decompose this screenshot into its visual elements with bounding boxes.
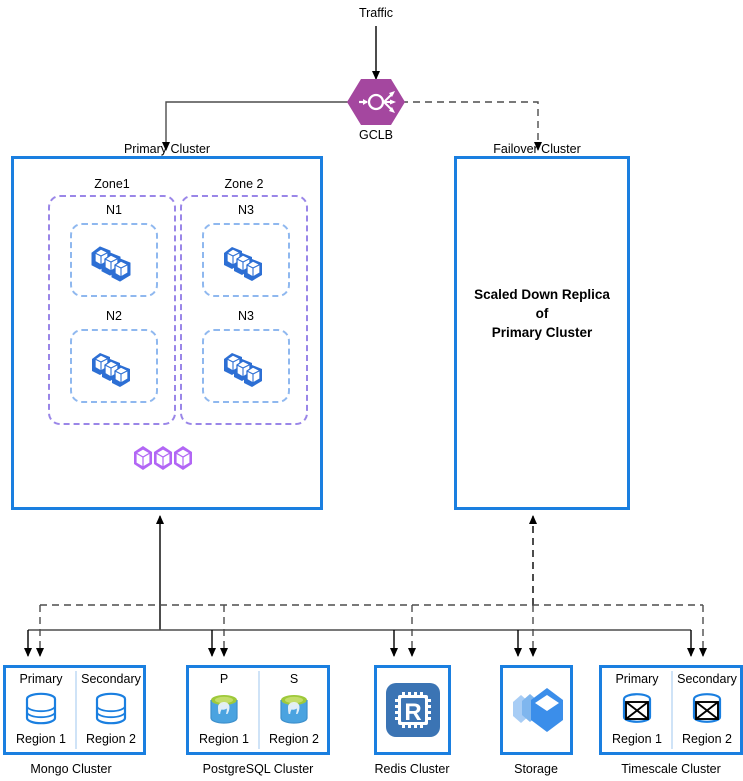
timescale-icon xyxy=(687,686,727,732)
gclb-label: GCLB xyxy=(358,128,394,142)
redis-cluster-title: Redis Cluster xyxy=(374,762,450,776)
svg-text:R: R xyxy=(404,699,421,726)
node-label-n1: N1 xyxy=(106,203,122,217)
gclb-node[interactable] xyxy=(346,78,406,126)
postgresql-icon xyxy=(274,686,314,732)
region-label: Region 1 xyxy=(611,732,663,746)
redis-cluster-box[interactable]: R xyxy=(374,665,451,755)
node-label-n2: N2 xyxy=(106,309,122,323)
mongodb-icon xyxy=(91,686,131,732)
mongo-secondary-cell[interactable]: Secondary Region 2 xyxy=(76,668,146,752)
node-label-n3-b: N3 xyxy=(238,309,254,323)
region-label: Region 1 xyxy=(15,732,67,746)
role-label: Primary xyxy=(615,672,659,686)
region-label: Region 2 xyxy=(85,732,137,746)
failover-body-text: Scaled Down Replica of Primary Cluster xyxy=(457,285,627,342)
kubernetes-pods-icon xyxy=(92,353,130,387)
mongo-cluster-title: Mongo Cluster xyxy=(30,762,112,776)
storage-box[interactable] xyxy=(500,665,573,755)
load-balancer-icon xyxy=(347,79,405,125)
region-label: Region 2 xyxy=(268,732,320,746)
postgres-cluster-box[interactable]: P Region 1 S xyxy=(186,665,330,755)
storage-title: Storage xyxy=(514,762,558,776)
failover-line-2: of xyxy=(535,306,549,321)
primary-cluster-label: Primary Cluster xyxy=(123,142,211,156)
node-box-n3-a[interactable] xyxy=(202,223,290,297)
failover-cluster-label: Failover Cluster xyxy=(493,142,581,156)
mongo-primary-cell[interactable]: Primary Region 1 xyxy=(6,668,76,752)
redis-icon: R xyxy=(385,683,440,737)
role-label: Secondary xyxy=(81,672,141,686)
mongo-cluster-box[interactable]: Primary Region 1 Secondary xyxy=(3,665,146,755)
pods-purple-icon xyxy=(134,446,192,470)
failover-line-3: Primary Cluster xyxy=(491,325,593,340)
zone-label-1: Zone1 xyxy=(94,177,130,191)
primary-cluster-box[interactable]: Zone1 N1 xyxy=(11,156,323,510)
zone-label-2: Zone 2 xyxy=(224,177,264,191)
zone-box-2[interactable]: N3 xyxy=(180,195,308,425)
divider xyxy=(671,671,673,749)
mongodb-icon xyxy=(21,686,61,732)
timescale-secondary-cell[interactable]: Secondary Region 2 xyxy=(672,668,742,752)
postgres-primary-cell[interactable]: P Region 1 xyxy=(189,668,259,752)
role-label: Primary xyxy=(19,672,63,686)
timescale-cluster-box[interactable]: Primary Region 1 Secondary xyxy=(599,665,743,755)
role-label: Secondary xyxy=(677,672,737,686)
traffic-label: Traffic xyxy=(358,6,394,20)
kubernetes-pods-icon xyxy=(224,353,262,387)
role-label: S xyxy=(289,672,299,686)
timescale-cluster-title: Timescale Cluster xyxy=(621,762,721,776)
node-box-n1[interactable] xyxy=(70,223,158,297)
failover-cluster-box[interactable]: Scaled Down Replica of Primary Cluster xyxy=(454,156,630,510)
storage-icon xyxy=(512,688,563,732)
kubernetes-pods-icon xyxy=(224,247,262,281)
postgresql-icon xyxy=(204,686,244,732)
region-label: Region 1 xyxy=(198,732,250,746)
postgres-secondary-cell[interactable]: S Region 2 xyxy=(259,668,329,752)
node-box-n3-b[interactable] xyxy=(202,329,290,403)
region-label: Region 2 xyxy=(681,732,733,746)
kubernetes-pods-icon xyxy=(91,246,131,282)
postgres-cluster-title: PostgreSQL Cluster xyxy=(202,762,314,776)
node-box-n2[interactable] xyxy=(70,329,158,403)
zone-box-1[interactable]: N1 xyxy=(48,195,176,425)
timescale-primary-cell[interactable]: Primary Region 1 xyxy=(602,668,672,752)
failover-line-1: Scaled Down Replica xyxy=(474,287,610,302)
divider xyxy=(75,671,77,749)
role-label: P xyxy=(219,672,229,686)
timescale-icon xyxy=(617,686,657,732)
divider xyxy=(258,671,260,749)
node-label-n3-a: N3 xyxy=(238,203,254,217)
